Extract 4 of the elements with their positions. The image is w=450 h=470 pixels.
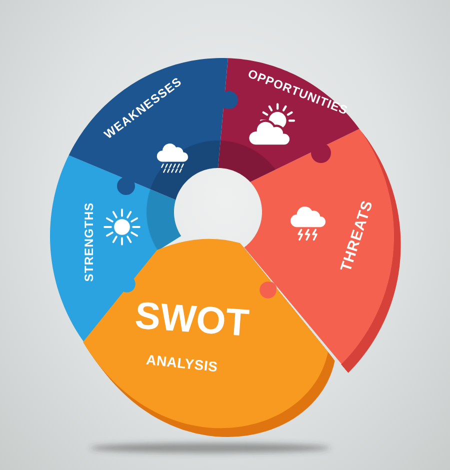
piece-label: STRENGTHS [83,202,95,282]
puzzle-piece [68,58,238,200]
heading: SWOT [134,297,250,343]
subheading: ANALYSIS [146,352,218,374]
